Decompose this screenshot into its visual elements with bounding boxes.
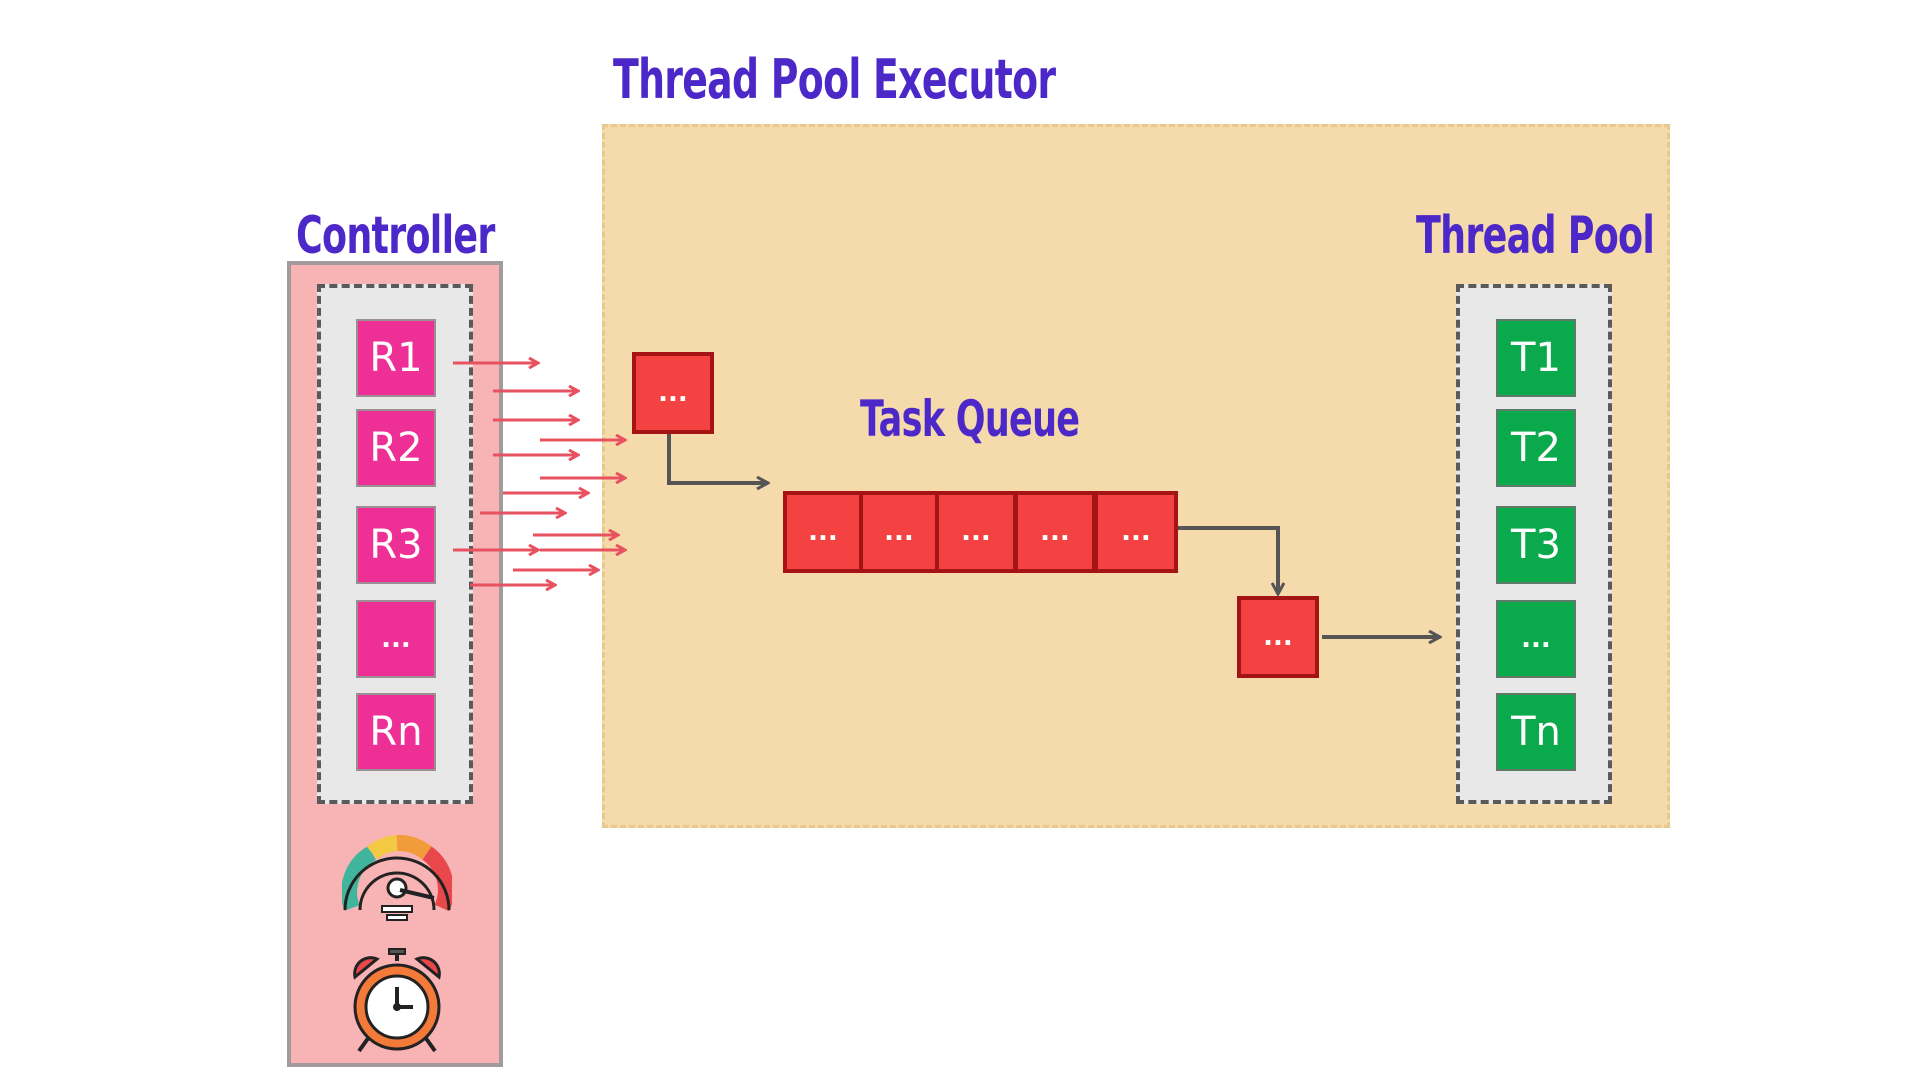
request-r1: R1 [356,319,436,397]
enqueue-arrow [667,434,768,483]
thread-t2: T2 [1496,409,1576,487]
request-r3: R3 [356,506,436,584]
executor-title: Thread Pool Executor [613,48,1056,111]
queue-task-3: ... [935,491,1017,573]
thread-t1: T1 [1496,319,1576,397]
thread-pool-title: Thread Pool [1416,206,1655,266]
alarm-clock-icon [347,947,447,1062]
task-queue-title: Task Queue [860,390,1080,448]
speedometer-icon [341,828,454,929]
dequeue-arrow [1178,526,1278,594]
queue-task-5: ... [1094,491,1178,573]
request-more: ... [356,600,436,678]
controller-title: Controller [296,206,495,266]
request-rn: Rn [356,693,436,771]
thread-more: ... [1496,600,1576,678]
request-r2: R2 [356,409,436,487]
thread-tn: Tn [1496,693,1576,771]
queue-task-2: ... [859,491,939,573]
incoming-task: ... [632,352,714,434]
queue-task-4: ... [1014,491,1096,573]
dequeued-task: ... [1237,596,1319,678]
thread-t3: T3 [1496,506,1576,584]
